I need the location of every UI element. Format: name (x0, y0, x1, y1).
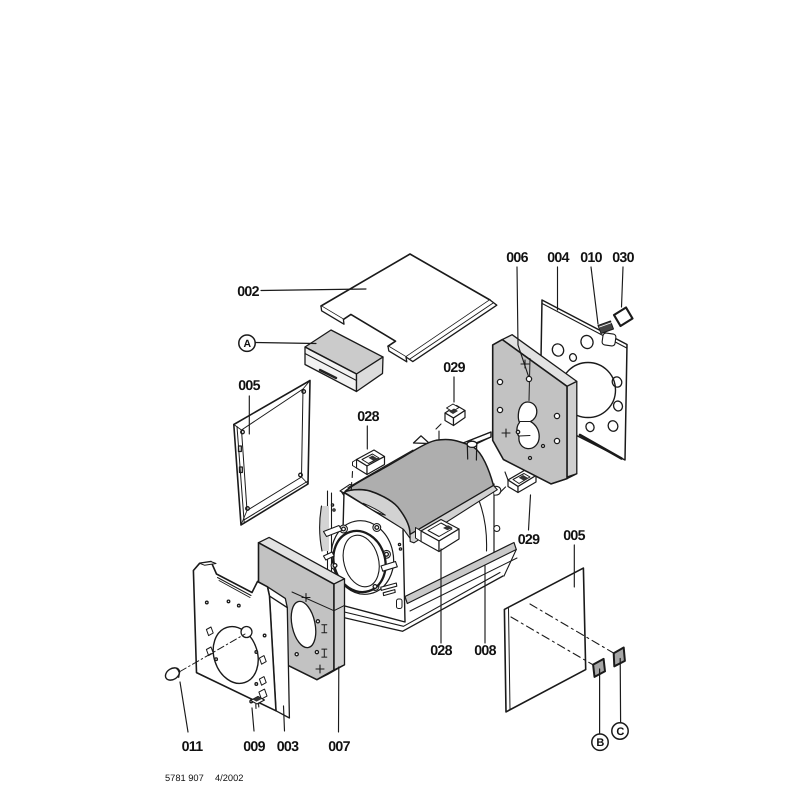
svg-text:004: 004 (547, 250, 569, 266)
svg-text:011: 011 (182, 739, 204, 755)
svg-text:005: 005 (238, 378, 260, 394)
svg-text:002: 002 (237, 284, 259, 300)
svg-text:5781 907: 5781 907 (165, 773, 204, 783)
svg-text:030: 030 (612, 250, 634, 266)
svg-text:006: 006 (506, 250, 528, 266)
svg-text:003: 003 (277, 739, 299, 755)
svg-text:010: 010 (580, 250, 602, 266)
svg-text:029: 029 (518, 532, 540, 548)
svg-text:B: B (596, 737, 604, 749)
svg-text:009: 009 (243, 739, 265, 755)
svg-text:4/2002: 4/2002 (215, 773, 243, 783)
svg-text:028: 028 (357, 409, 379, 425)
svg-text:029: 029 (443, 360, 465, 376)
svg-text:A: A (244, 338, 252, 350)
svg-text:028: 028 (430, 643, 452, 659)
svg-text:008: 008 (474, 643, 496, 659)
svg-text:C: C (616, 726, 624, 738)
svg-text:007: 007 (328, 739, 350, 755)
svg-text:005: 005 (563, 528, 585, 544)
